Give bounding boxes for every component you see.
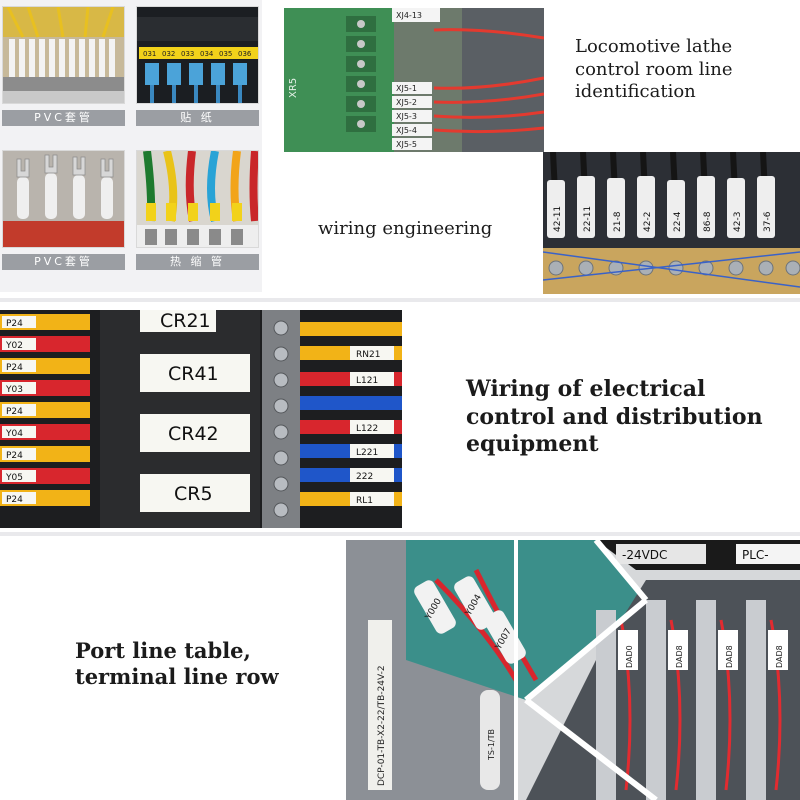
heading-line: equipment: [466, 431, 599, 457]
thumbnail-sticker: 031 032 033 034 035 036: [136, 6, 259, 104]
pcb-terminal-illustration: XR5 XJ4-13 XJ5-1 XJ5-2 XJ5-3 XJ5-4 XJ5-5: [284, 8, 544, 152]
wire-label: XJ5-5: [396, 140, 417, 149]
relay-label: CR42: [168, 423, 219, 445]
heading-line: Port line table,: [75, 638, 251, 663]
sleeve-label: P24: [6, 363, 23, 373]
terminal-code: DAD8: [725, 645, 734, 668]
sleeve-label: 86-8: [703, 211, 713, 232]
sleeve-label: RL1: [356, 496, 373, 506]
sleeve-label: P24: [6, 451, 23, 461]
sticker-code: 032: [162, 50, 175, 58]
thumbnail-caption: PVC套管: [2, 254, 125, 270]
sticker-code: 031: [143, 50, 156, 58]
thumbnail-grid: PVC套管 031 032 033 034 035 036: [0, 0, 262, 292]
locomotive-heading: Locomotive lathe control room line ident…: [575, 36, 733, 104]
sleeve-label: 21-8: [613, 211, 623, 232]
sleeve-label: 42-11: [553, 206, 563, 232]
terminal-code: DAD0: [625, 645, 634, 668]
pvc-sleeve-photo-2: [3, 151, 124, 247]
sleeve-label: Y02: [5, 341, 23, 351]
relay-label: CR41: [168, 363, 219, 385]
sleeve-label: Y05: [5, 473, 23, 483]
locomotive-terminal-photo: XR5 XJ4-13 XJ5-1 XJ5-2 XJ5-3 XJ5-4 XJ5-5: [284, 8, 544, 152]
tube-label: TS-1/TB: [487, 729, 496, 761]
sleeve-label: 22-11: [583, 206, 593, 232]
banner-label: PLC-: [742, 548, 769, 562]
wiring-engineering-heading: wiring engineering: [318, 218, 493, 239]
port-terminal-collage: DCP-01-TB-X2-22/TB-24V-2 TS-1/TB Y000 Y0…: [346, 540, 800, 800]
sleeve-row-illustration: 42-11 22-11 21-8 42-2 22-4 86-8 42-3 37-…: [543, 152, 800, 294]
wire-label: XJ4-13: [396, 11, 422, 20]
heading-line: identification: [575, 81, 696, 102]
port-collage-illustration: DCP-01-TB-X2-22/TB-24V-2 TS-1/TB Y000 Y0…: [346, 540, 800, 800]
thumbnail-caption: 热 缩 管: [136, 254, 259, 270]
relay-label: CR21: [160, 310, 211, 332]
wiring-engineering-photo: 42-11 22-11 21-8 42-2 22-4 86-8 42-3 37-…: [543, 152, 800, 294]
sleeve-label: 22-4: [673, 211, 683, 232]
wire-label: XJ5-3: [396, 112, 417, 121]
sleeve-label: P24: [6, 319, 23, 329]
section-divider: [0, 532, 800, 536]
sleeve-label: L121: [356, 376, 378, 386]
sleeve-label: 37-6: [763, 211, 773, 232]
sleeve-label: 42-2: [643, 212, 653, 232]
heading-line: control room line: [575, 58, 733, 80]
heading-line: control and distribution: [466, 403, 763, 430]
section-divider: [0, 298, 800, 302]
heat-shrink-photo: [137, 151, 258, 247]
terminal-code: DAD8: [675, 645, 684, 668]
board-mark: XR5: [288, 78, 299, 98]
heading-line: terminal line row: [75, 664, 279, 690]
wire-label: XJ5-4: [396, 126, 417, 135]
terminal-code: DAD8: [775, 645, 784, 668]
port-line-heading: Port line table, terminal line row: [75, 638, 279, 691]
sticker-code: 035: [219, 50, 232, 58]
relay-label: CR5: [174, 483, 213, 505]
sleeve-label: Y04: [5, 429, 23, 439]
relay-panel-photo: P24 Y02 P24 Y03 P24 Y04 P24 Y05 P24 CR21…: [0, 310, 402, 528]
vertical-sleeve-label: DCP-01-TB-X2-22/TB-24V-2: [377, 665, 387, 786]
sticker-code: 036: [238, 50, 252, 58]
wire-label: XJ5-2: [396, 98, 417, 107]
thumbnail-caption: PVC套管: [2, 110, 125, 126]
sleeve-label: Y03: [5, 385, 23, 395]
distribution-heading: Wiring of electrical control and distrib…: [466, 376, 763, 459]
sleeve-label: 42-3: [733, 212, 743, 232]
sleeve-label: RN21: [356, 350, 380, 360]
sleeve-label: P24: [6, 495, 23, 505]
relay-panel-illustration: P24 Y02 P24 Y03 P24 Y04 P24 Y05 P24 CR21…: [0, 310, 402, 528]
pvc-sleeve-photo-1: [3, 7, 124, 103]
thumbnail-heat-shrink: [136, 150, 259, 248]
thumbnail-pvc-sleeve-2: [2, 150, 125, 248]
sleeve-label: 222: [356, 472, 373, 482]
banner-label: -24VDC: [622, 548, 667, 562]
sticker-photo: 031 032 033 034 035 036: [137, 7, 258, 103]
heading-line: Locomotive lathe: [575, 36, 733, 57]
sleeve-label: L221: [356, 448, 378, 458]
sleeve-label: L122: [356, 424, 378, 434]
thumbnail-pvc-sleeve-1: [2, 6, 125, 104]
sticker-code: 033: [181, 50, 194, 58]
sleeve-label: P24: [6, 407, 23, 417]
heading-line: Wiring of electrical: [466, 376, 706, 402]
thumbnail-caption: 贴 纸: [136, 110, 259, 126]
wire-label: XJ5-1: [396, 84, 417, 93]
sticker-code: 034: [200, 50, 214, 58]
